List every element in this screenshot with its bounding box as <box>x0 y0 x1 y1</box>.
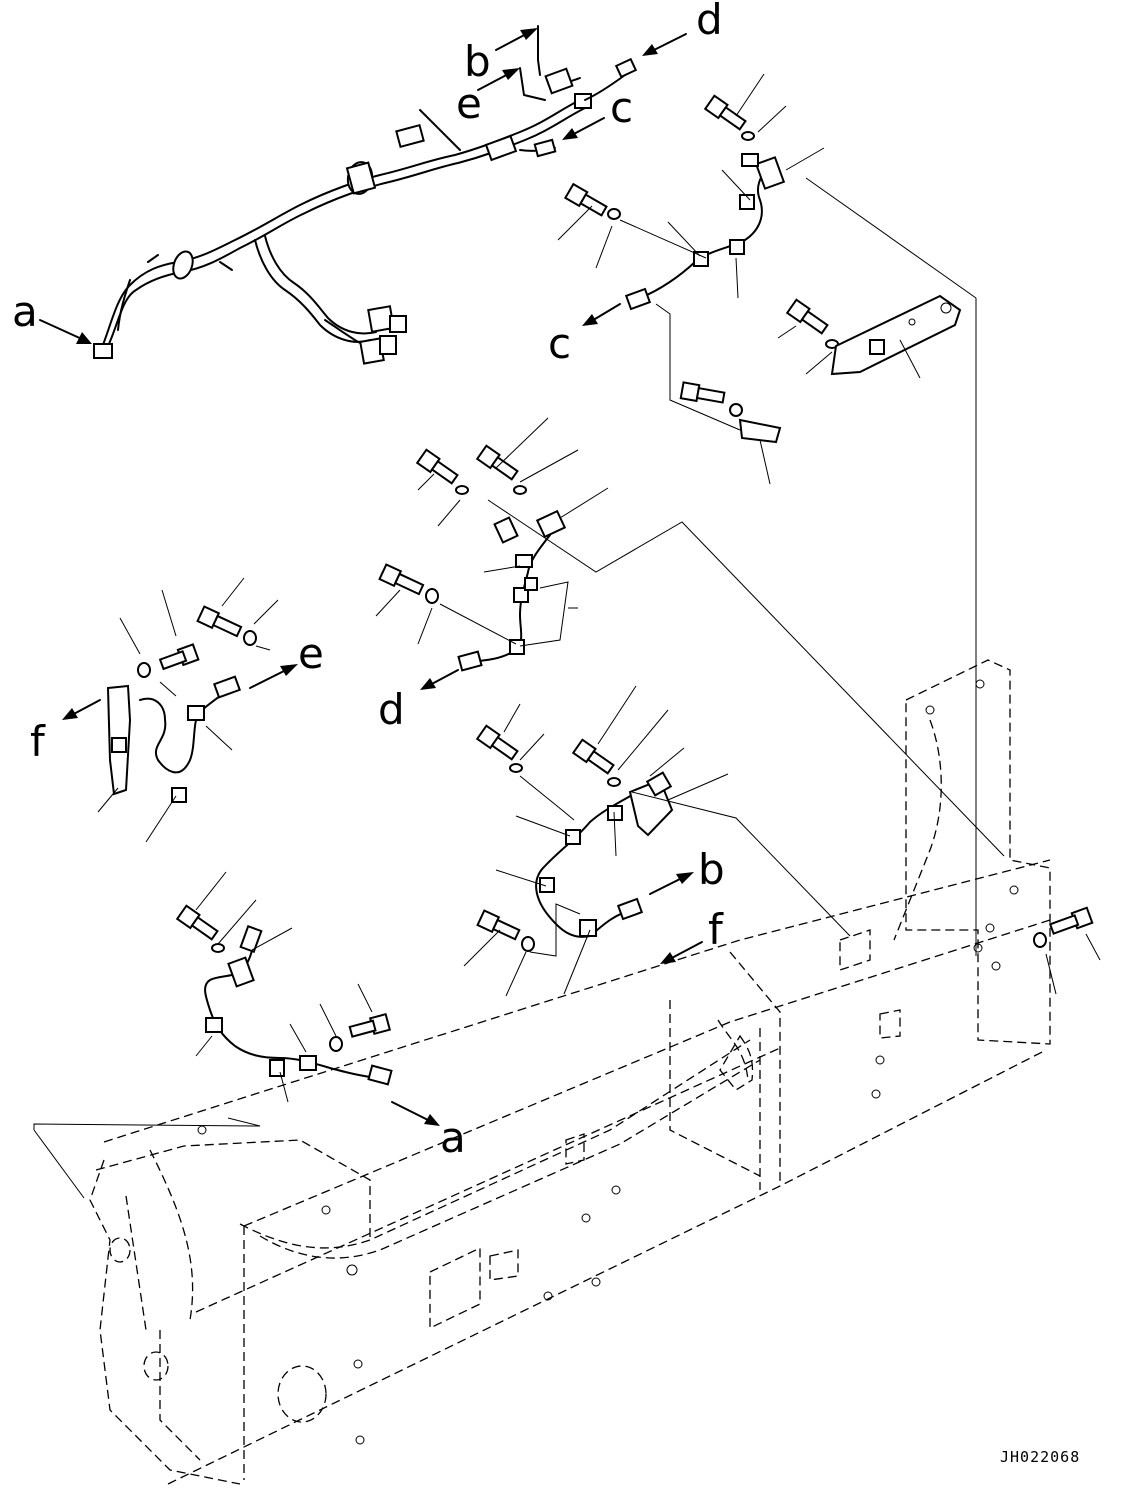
chassis-frame <box>89 659 1051 1485</box>
bracket-plate-top-right <box>830 294 962 376</box>
sub-harness-a <box>204 924 393 1086</box>
callout-label-e: e <box>298 629 324 678</box>
callout-arrows <box>39 25 703 1126</box>
sub-harness-d <box>457 509 567 672</box>
sub-harness-c <box>624 153 786 444</box>
callout-label-b: b <box>464 37 491 86</box>
assembly-lines <box>33 177 1005 1199</box>
callout-labels: a b e d c c e f d b f a <box>12 0 725 1162</box>
callout-label-b: b <box>698 845 725 894</box>
callout-label-d: d <box>696 0 723 44</box>
callout-label-f: f <box>708 905 724 954</box>
bolts <box>158 94 1094 1038</box>
main-wiring-harness <box>93 57 638 365</box>
callout-label-a: a <box>12 287 38 336</box>
callout-label-a: a <box>440 1113 466 1162</box>
washers <box>137 131 1047 1052</box>
callout-label-d: d <box>378 685 405 734</box>
callout-label-f: f <box>30 717 46 766</box>
drawing-code: JH022068 <box>1000 1448 1080 1466</box>
callout-label-e: e <box>456 79 482 128</box>
sub-harness-e-f <box>106 675 242 803</box>
callout-label-c: c <box>610 83 633 132</box>
sub-harness-b <box>535 771 674 938</box>
callout-label-c: c <box>548 319 571 368</box>
leader-lines <box>97 73 1101 1103</box>
